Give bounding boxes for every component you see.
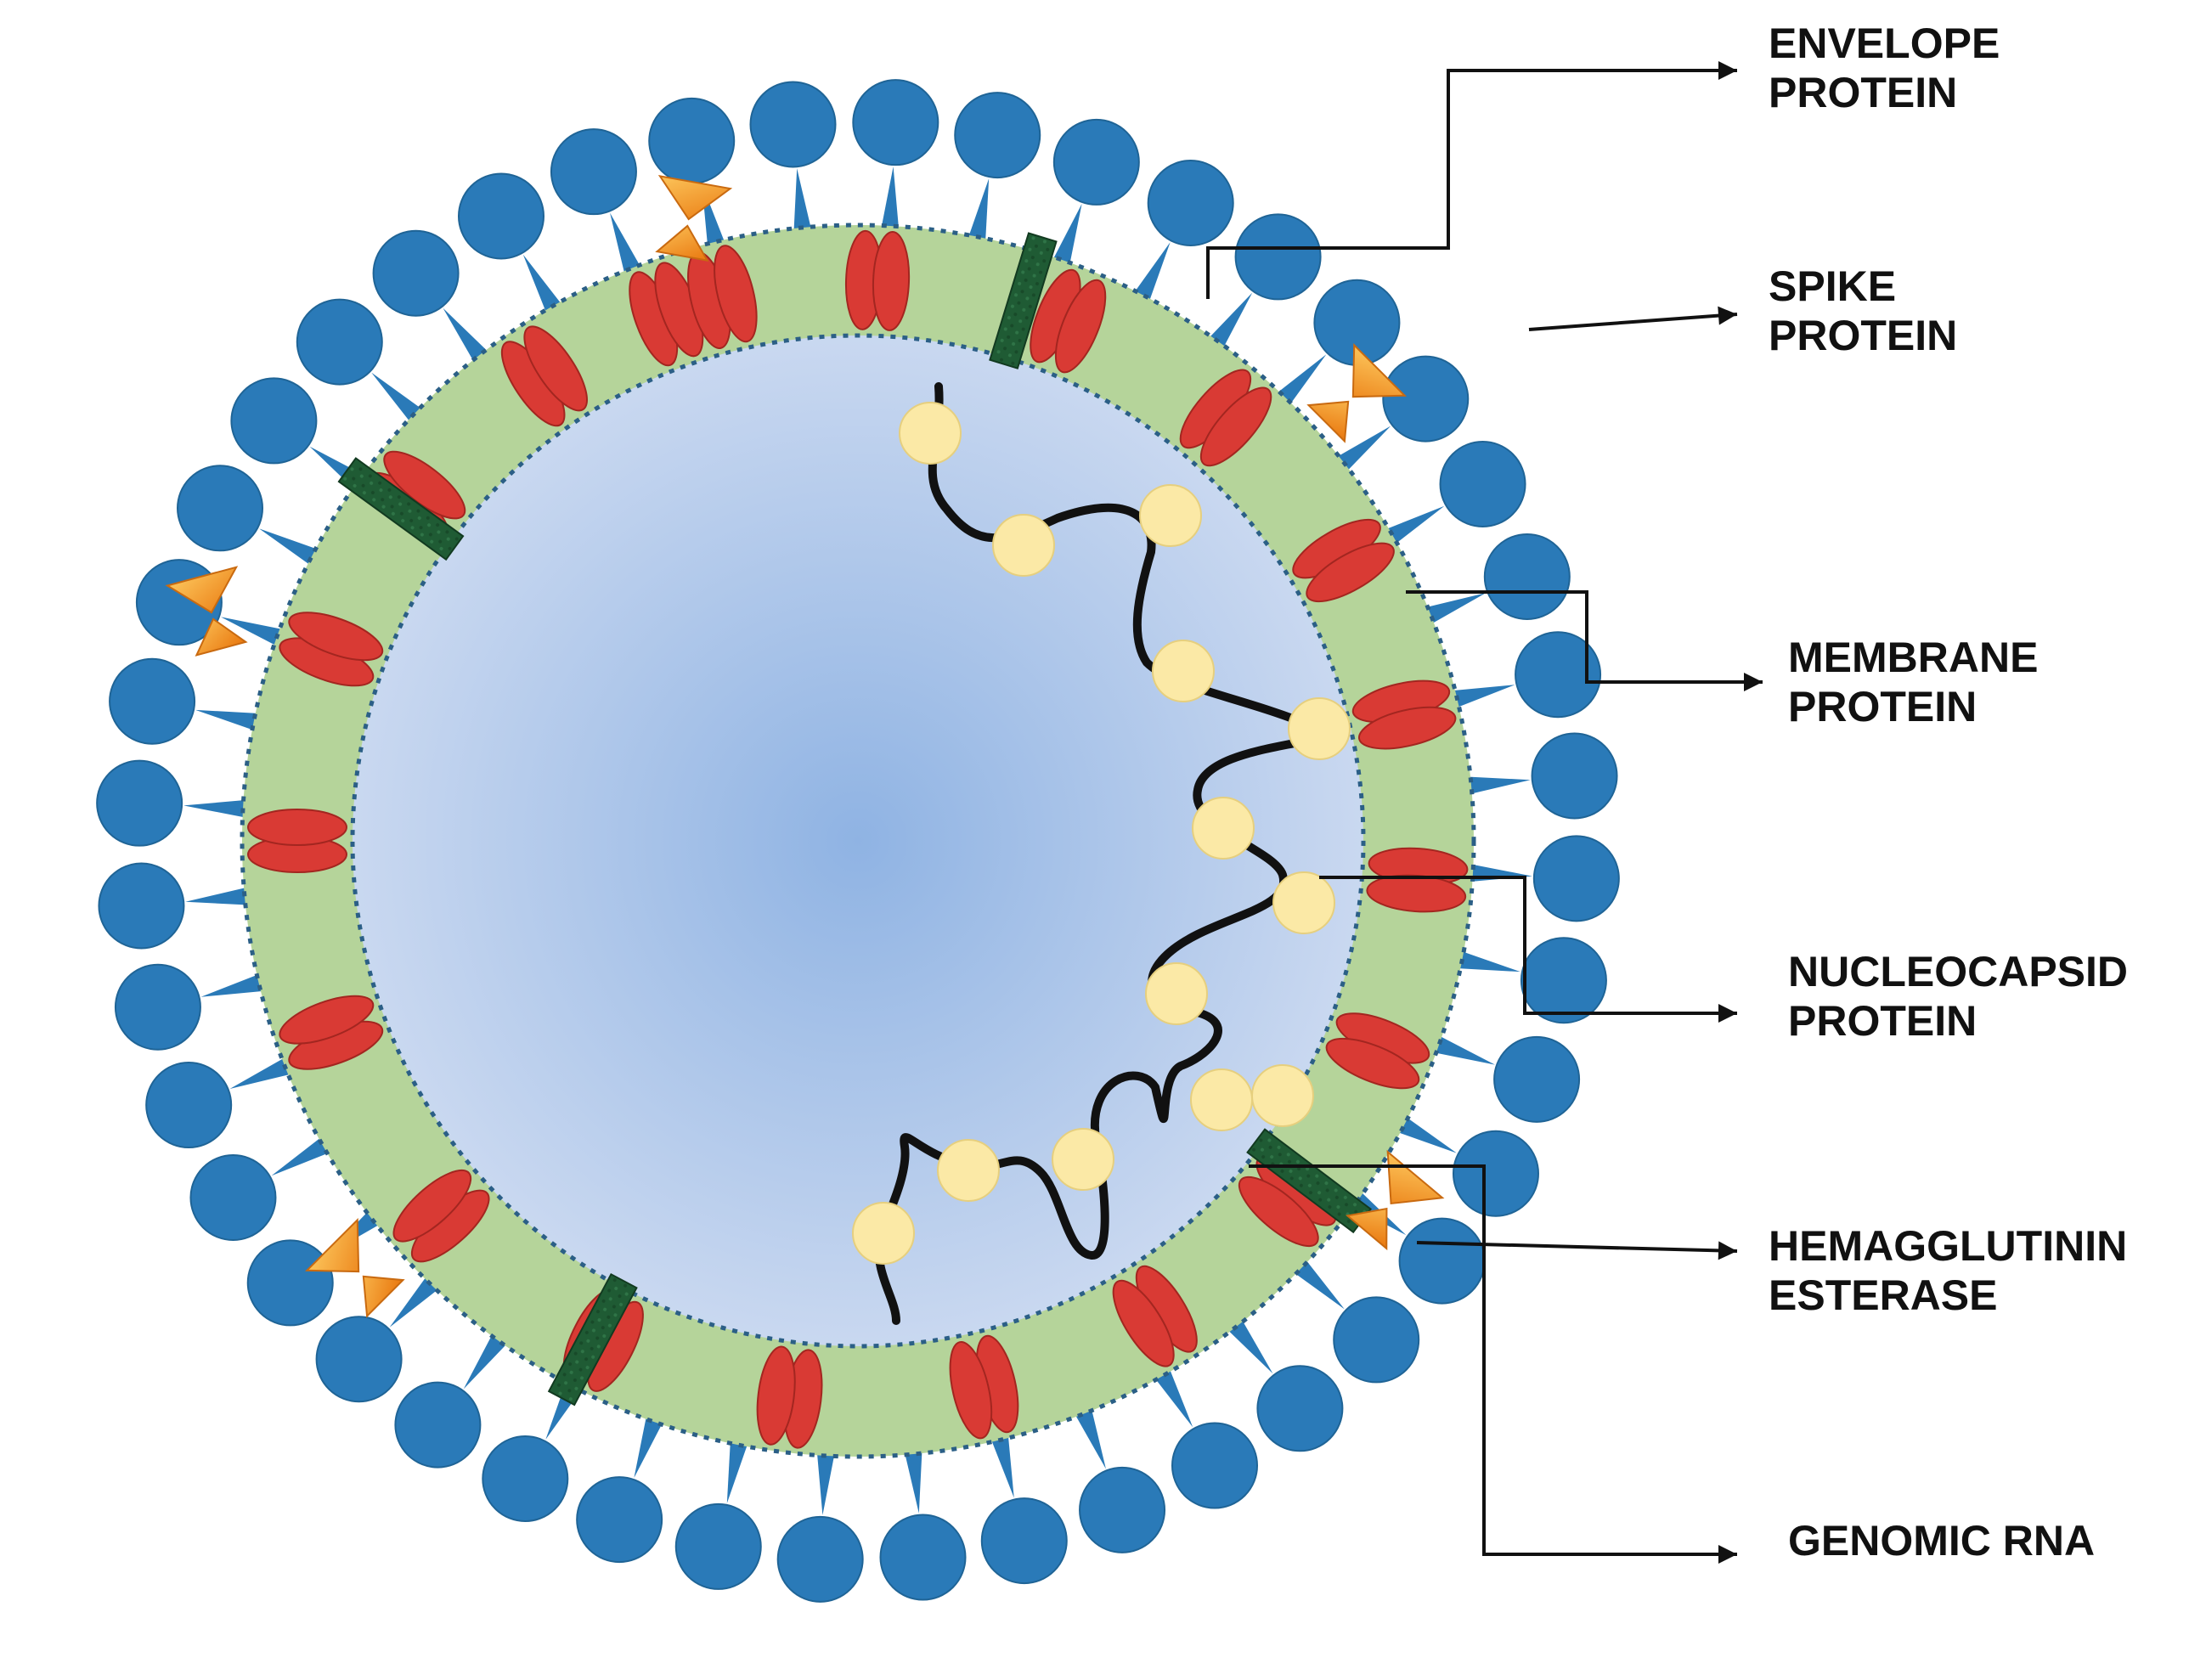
envelope-protein-icon [547,1272,638,1407]
label-envelope-line2: PROTEIN [1769,69,1958,116]
inner-dotted-edge [350,333,1366,1349]
nucleocapsid-protein-icon [1139,484,1202,547]
membrane-protein-icon [844,229,911,331]
label-envelope-protein: ENVELOPE PROTEIN [1769,19,2000,117]
label-hemagglutinin-line2: ESTERASE [1769,1271,1998,1319]
leader-envelope-protein [1206,61,1737,299]
membrane-protein-icon [1292,518,1395,603]
label-hemagglutinin-line1: HEMAGGLUTININ [1769,1222,2128,1270]
outer-dotted-edge [240,223,1476,1459]
nucleocapsid-protein-icon [899,402,962,465]
membrane-protein-icon [392,1169,490,1263]
membrane-protein-icon [500,325,589,427]
nucleocapsid-protein-icon [937,1139,1000,1202]
nucleocapsid-protein-icon [1152,640,1215,702]
membrane-protein-icon [1325,1012,1430,1090]
label-nucleocapsid-line2: PROTEIN [1788,997,1978,1045]
hemagglutinin-esterase-icon [165,566,248,657]
membrane-protein-icon [687,245,758,349]
leader-nucleocapsid-protein [1319,876,1737,1023]
label-membrane-line2: PROTEIN [1788,683,1978,730]
nucleocapsid-protein-icon [852,1202,915,1265]
label-genomic-rna: GENOMIC RNA [1788,1516,2095,1565]
label-genomic-rna-line1: GENOMIC RNA [1788,1517,2096,1564]
membrane-protein-icon [1030,268,1107,374]
membrane-protein-icon [949,1334,1019,1440]
leader-membrane-protein [1406,590,1763,691]
rna-layer [852,382,1351,1325]
leader-spike-protein [1528,306,1738,331]
label-membrane-line1: MEMBRANE [1788,634,2039,681]
label-hemagglutinin-esterase: HEMAGGLUTININ ESTERASE [1769,1221,2127,1320]
membrane-protein-icon [756,1345,823,1449]
nucleocapsid-protein-icon [1145,962,1208,1025]
envelope-protein-icon [989,232,1058,369]
leader-lines [1206,61,1763,1564]
label-spike-line1: SPIKE [1769,262,1897,310]
label-spike-protein: SPIKE PROTEIN [1769,262,1957,360]
label-spike-line2: PROTEIN [1769,312,1958,359]
envelope-layer [240,223,1476,1459]
membrane-protein-icon [1366,847,1469,913]
membrane-protein-icon [1351,679,1457,750]
hemagglutinin-esterase-icon [1306,343,1407,443]
membrane-protein-icon [1179,369,1272,467]
label-envelope-line1: ENVELOPE [1769,20,2000,67]
nucleocapsid-protein-icon [1251,1064,1314,1127]
membrane-protein-icon [1112,1265,1198,1367]
virus-interior [353,335,1363,1346]
membrane-protein-icon [247,809,347,873]
hemagglutinin-esterase-icon [305,1218,405,1318]
label-membrane-protein: MEMBRANE PROTEIN [1788,633,2038,731]
spike-protein-icon [576,1384,678,1564]
envelope-protein-icon [337,457,465,561]
hemagglutinin-esterase-icon [655,175,733,262]
nucleocapsid-protein-icon [1190,1068,1253,1131]
membrane-protein-icon [279,612,384,687]
nucleocapsid-protein-icon [1272,871,1335,934]
label-nucleocapsid-protein: NUCLEOCAPSID PROTEIN [1788,947,2128,1046]
protein-layer [165,175,1469,1449]
leader-genomic-rna [1249,1164,1737,1564]
nucleocapsid-protein-icon [992,514,1055,577]
nucleocapsid-protein-icon [1288,697,1351,760]
leader-hemagglutinin-esterase [1416,1241,1738,1260]
label-nucleocapsid-line1: NUCLEOCAPSID [1788,948,2129,995]
nucleocapsid-protein-icon [1052,1128,1114,1191]
nucleocapsid-protein-icon [1192,797,1255,860]
membrane-protein-icon [279,995,384,1070]
